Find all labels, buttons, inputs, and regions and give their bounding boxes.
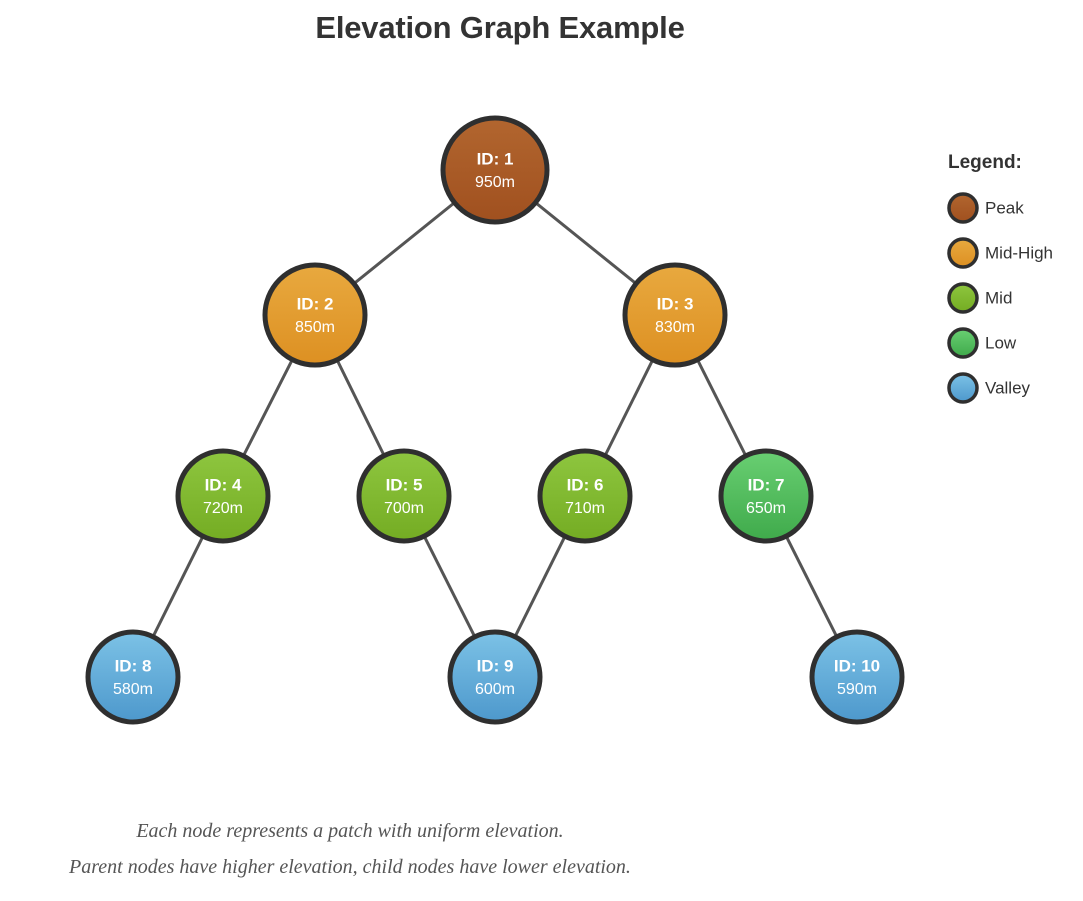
graph-node-1[interactable]: ID: 1 950m [440, 115, 550, 225]
node-circle-8 [85, 629, 181, 725]
legend-swatch-icon [947, 237, 979, 269]
legend-label: Mid [985, 288, 1012, 307]
legend-item-mid-high[interactable]: Mid-High [947, 237, 1053, 269]
node-circle-9 [447, 629, 543, 725]
node-id-label-10: ID: 10 [834, 656, 880, 675]
edges-layer [131, 168, 859, 678]
legend-title: Legend: [948, 152, 1022, 173]
node-circle-2 [262, 262, 368, 368]
caption-line-1: Each node represents a patch with unifor… [136, 820, 564, 842]
graph-node-9[interactable]: ID: 9 600m [447, 629, 543, 725]
node-elevation-label-1: 950m [475, 174, 515, 191]
node-id-label-2: ID: 2 [297, 294, 334, 313]
legend-item-valley[interactable]: Valley [947, 372, 1031, 404]
legend-label: Peak [985, 198, 1024, 217]
caption-line-2: Parent nodes have higher elevation, chil… [69, 856, 631, 878]
node-id-label-1: ID: 1 [477, 149, 514, 168]
node-elevation-label-6: 710m [565, 500, 605, 517]
graph-node-8[interactable]: ID: 8 580m [85, 629, 181, 725]
graph-node-6[interactable]: ID: 6 710m [537, 448, 633, 544]
graph-node-10[interactable]: ID: 10 590m [809, 629, 905, 725]
node-elevation-label-4: 720m [203, 500, 243, 517]
node-elevation-label-10: 590m [837, 681, 877, 698]
legend-swatch-icon [947, 192, 979, 224]
page-title: Elevation Graph Example [315, 10, 685, 45]
node-id-label-9: ID: 9 [477, 656, 514, 675]
graph-node-4[interactable]: ID: 4 720m [175, 448, 271, 544]
graph-node-5[interactable]: ID: 5 700m [356, 448, 452, 544]
node-id-label-3: ID: 3 [657, 294, 694, 313]
node-circle-7 [718, 448, 814, 544]
graph-node-2[interactable]: ID: 2 850m [262, 262, 368, 368]
node-id-label-8: ID: 8 [115, 656, 152, 675]
node-elevation-label-8: 580m [113, 681, 153, 698]
node-id-label-6: ID: 6 [567, 475, 604, 494]
node-elevation-label-3: 830m [655, 319, 695, 336]
legend-swatch-icon [947, 327, 979, 359]
legend-item-mid[interactable]: Mid [947, 282, 1012, 314]
node-circle-1 [440, 115, 550, 225]
graph-node-3[interactable]: ID: 3 830m [622, 262, 728, 368]
legend-label: Low [985, 333, 1017, 352]
node-id-label-7: ID: 7 [748, 475, 785, 494]
node-circle-4 [175, 448, 271, 544]
node-circle-10 [809, 629, 905, 725]
node-elevation-label-9: 600m [475, 681, 515, 698]
node-circle-6 [537, 448, 633, 544]
legend-item-low[interactable]: Low [947, 327, 1017, 359]
legend-label: Valley [985, 378, 1031, 397]
node-circle-3 [622, 262, 728, 368]
node-circle-5 [356, 448, 452, 544]
graph-node-7[interactable]: ID: 7 650m [718, 448, 814, 544]
node-id-label-4: ID: 4 [205, 475, 242, 494]
legend-item-peak[interactable]: Peak [947, 192, 1024, 224]
node-id-label-5: ID: 5 [386, 475, 423, 494]
node-elevation-label-5: 700m [384, 500, 424, 517]
legend-swatch-icon [947, 372, 979, 404]
legend-swatch-icon [947, 282, 979, 314]
legend-label: Mid-High [985, 243, 1053, 262]
node-elevation-label-2: 850m [295, 319, 335, 336]
node-elevation-label-7: 650m [746, 500, 786, 517]
